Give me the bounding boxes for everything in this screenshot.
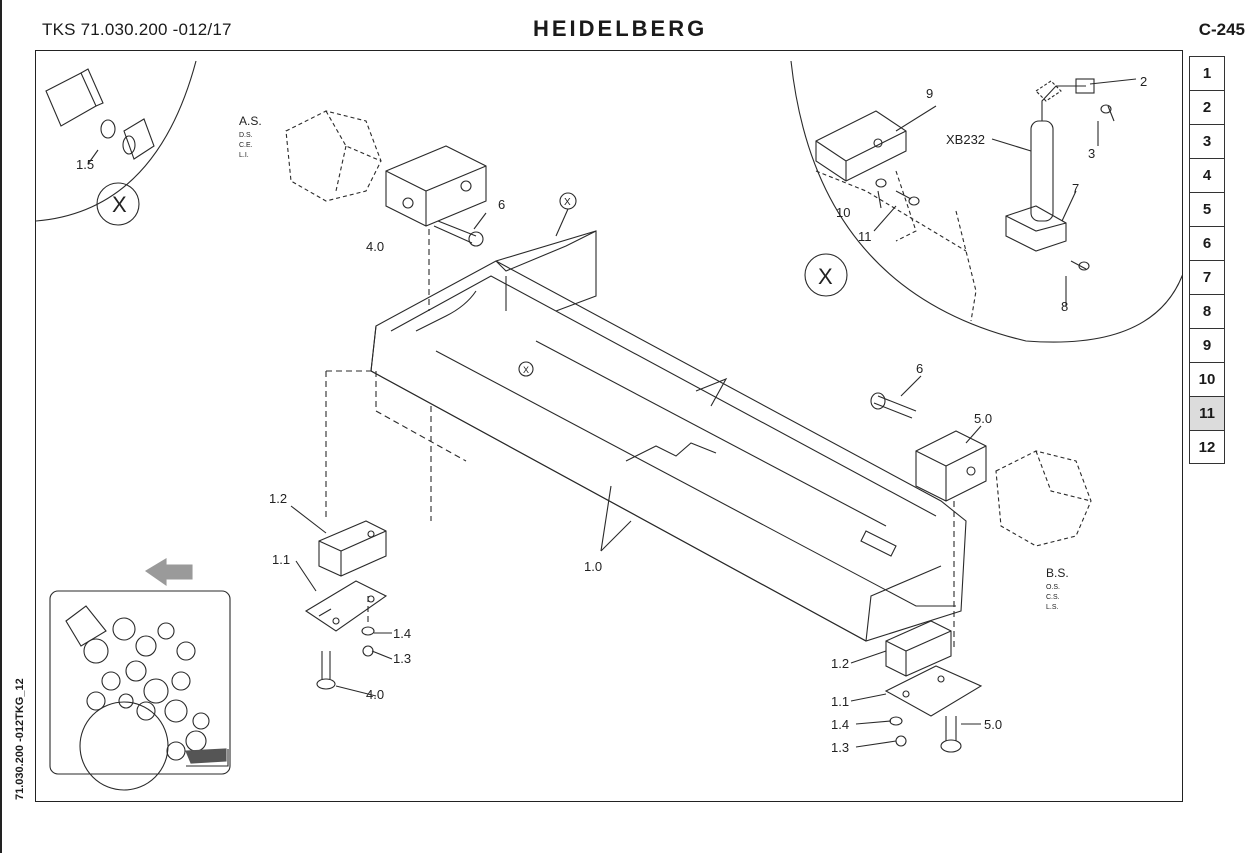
hatched-tray-marker xyxy=(185,748,227,764)
label-as: A.S. xyxy=(239,114,262,128)
screw-8 xyxy=(1070,260,1090,271)
detail-shaft-left xyxy=(45,68,155,160)
callout-1-2-left: 1.2 xyxy=(269,491,287,506)
document-code: TKS 71.030.200 -012/17 xyxy=(42,20,232,39)
screw-6-right xyxy=(870,392,917,419)
sensor-xb232 xyxy=(1030,78,1095,222)
page-tab-5[interactable]: 5 xyxy=(1189,192,1225,226)
washer-10 xyxy=(875,178,887,188)
side-frame-ghost-bs xyxy=(995,450,1092,547)
spacer-block-1-2-left xyxy=(318,520,387,577)
callout-4-0-top: 4.0 xyxy=(366,239,384,254)
page-tab-11[interactable]: 11 xyxy=(1189,396,1225,430)
callout-1-4-left: 1.4 xyxy=(393,626,411,641)
nut-1-3-left xyxy=(362,645,374,657)
callout-1-3-left: 1.3 xyxy=(393,651,411,666)
side-drawing-code: 71.030.200 -012TKG_12 xyxy=(14,678,26,800)
page-tab-10[interactable]: 10 xyxy=(1189,362,1225,396)
detail-circle-right xyxy=(790,60,1182,343)
page-tab-9[interactable]: 9 xyxy=(1189,328,1225,362)
callout-5-0-bottom: 5.0 xyxy=(984,717,1002,732)
page-code: C-245 xyxy=(1198,20,1245,39)
spacer-block-1-2-right xyxy=(885,620,952,677)
x-marker-label-left: X xyxy=(112,192,127,217)
washer-1-4-right xyxy=(889,716,903,726)
callout-1-1-right: 1.1 xyxy=(831,694,849,709)
exploded-parts-drawing: 1.5 X A.S. D.S. C.E. L.I. 6 4.0 X X 9 2 … xyxy=(35,50,1183,802)
page-tab-column: 1 2 3 4 5 6 7 8 9 10 11 12 xyxy=(1189,56,1225,464)
x-marker-label-top: X xyxy=(564,197,571,208)
mounting-block-5-0 xyxy=(915,430,987,502)
callout-1-4-right: 1.4 xyxy=(831,717,849,732)
direction-arrow xyxy=(144,558,193,587)
label-bs-ls: L.S. xyxy=(1046,604,1059,611)
screw-6-top xyxy=(433,220,484,247)
side-frame-ghost-as xyxy=(285,110,382,202)
plate-1-1-right xyxy=(884,665,983,717)
callout-2: 2 xyxy=(1140,74,1147,89)
left-margin-rule xyxy=(0,0,2,853)
callout-10: 10 xyxy=(836,205,850,220)
label-as-ds: D.S. xyxy=(239,132,253,139)
callout-1-1-left: 1.1 xyxy=(272,552,290,567)
callout-6-right: 6 xyxy=(916,361,923,376)
x-marker-circle-left xyxy=(96,182,140,226)
callout-11: 11 xyxy=(858,229,872,244)
brand-logo-heidelberg: HEIDELBERG xyxy=(533,16,708,41)
callout-1-3-right: 1.3 xyxy=(831,740,849,755)
bracket-9 xyxy=(815,110,907,182)
x-marker-label-right: X xyxy=(818,264,833,289)
callout-3: 3 xyxy=(1088,146,1095,161)
nut-1-3-right xyxy=(895,735,907,747)
x-marker-label-mid: X xyxy=(523,365,529,375)
page-tab-2[interactable]: 2 xyxy=(1189,90,1225,124)
label-bs-os: O.S. xyxy=(1046,584,1060,591)
screw-5-0-bottom xyxy=(940,716,962,753)
page-tab-6[interactable]: 6 xyxy=(1189,226,1225,260)
callout-xb232: XB232 xyxy=(946,132,985,147)
callout-7: 7 xyxy=(1072,181,1079,196)
clamp-7 xyxy=(1005,205,1067,252)
x-marker-circle-right xyxy=(804,253,848,297)
screw-11 xyxy=(895,190,920,206)
label-bs-cs: C.S. xyxy=(1046,594,1060,601)
callout-9: 9 xyxy=(926,86,933,101)
page-tab-4[interactable]: 4 xyxy=(1189,158,1225,192)
label-as-li: L.I. xyxy=(239,152,249,159)
screw-4-0-bottom xyxy=(316,651,336,690)
page-tab-8[interactable]: 8 xyxy=(1189,294,1225,328)
page-tab-3[interactable]: 3 xyxy=(1189,124,1225,158)
detail-circle-left xyxy=(36,60,197,222)
machine-overview-inset xyxy=(49,590,231,791)
mounting-block-4-0 xyxy=(385,145,487,227)
label-as-ce: C.E. xyxy=(239,142,253,149)
callout-6-top: 6 xyxy=(498,197,505,212)
screw-3 xyxy=(1100,104,1115,122)
callout-1-2-right: 1.2 xyxy=(831,656,849,671)
plate-1-1-left xyxy=(304,580,388,632)
page-tab-1[interactable]: 1 xyxy=(1189,56,1225,90)
callout-1-0: 1.0 xyxy=(584,559,602,574)
page-tab-7[interactable]: 7 xyxy=(1189,260,1225,294)
label-bs: B.S. xyxy=(1046,566,1069,580)
main-tray-1-0 xyxy=(370,230,967,642)
callout-1-5: 1.5 xyxy=(76,157,94,172)
x-marker-small-mid xyxy=(518,361,534,377)
callout-8: 8 xyxy=(1061,299,1068,314)
callout-4-0-bottom: 4.0 xyxy=(366,687,384,702)
callout-5-0-top: 5.0 xyxy=(974,411,992,426)
washer-1-4-left xyxy=(361,626,375,636)
page-tab-12[interactable]: 12 xyxy=(1189,430,1225,464)
